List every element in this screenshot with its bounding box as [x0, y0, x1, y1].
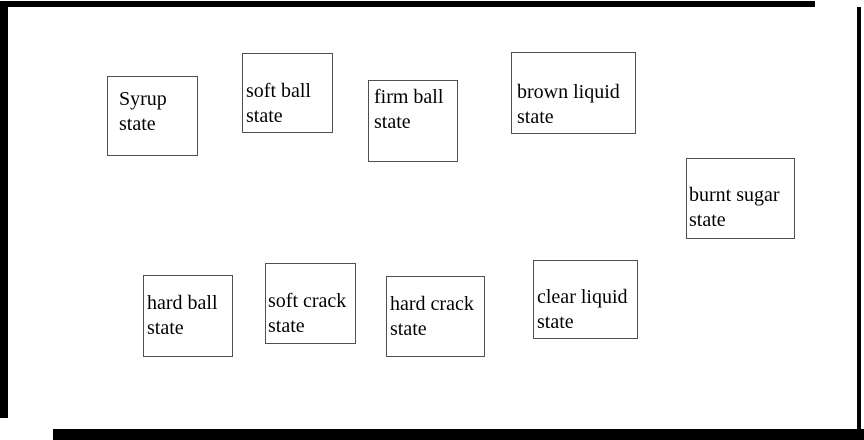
state-box-label: state: [537, 311, 574, 333]
state-box-label: burnt sugar: [689, 184, 780, 206]
frame-border-right: [857, 7, 861, 429]
state-box-label: state: [246, 105, 283, 127]
state-box-label: clear liquid: [537, 286, 628, 308]
state-box-label: state: [390, 317, 427, 340]
state-box-soft-crack[interactable]: soft crack state: [265, 263, 356, 344]
frame-border-bottom: [53, 429, 864, 440]
state-box-hard-ball[interactable]: hard ball state: [143, 275, 233, 357]
state-box-label: state: [517, 106, 554, 128]
state-box-clear-liquid[interactable]: clear liquid state: [533, 260, 638, 339]
state-box-label: Syrup: [119, 88, 167, 110]
state-box-label: state: [119, 113, 156, 135]
state-box-label: state: [147, 317, 184, 339]
state-box-label: brown liquid: [517, 81, 620, 103]
state-box-label: soft crack: [268, 290, 347, 312]
state-box-brown-liquid[interactable]: brown liquid state: [511, 52, 636, 134]
state-box-soft-ball[interactable]: soft ball state: [242, 53, 333, 133]
state-box-firm-ball[interactable]: firm ball state: [368, 80, 458, 162]
state-box-label: hard ball: [147, 292, 218, 314]
state-box-label: state: [268, 315, 305, 337]
state-box-syrup[interactable]: Syrup state: [107, 76, 198, 156]
frame-border-left: [0, 1, 8, 418]
frame-border-top: [2, 1, 815, 7]
state-box-hard-crack[interactable]: hard crack state: [386, 276, 485, 357]
state-box-label: soft ball: [246, 80, 311, 102]
state-box-label: state: [689, 209, 726, 231]
state-box-label: state: [374, 111, 411, 133]
state-box-label: firm ball: [374, 86, 444, 108]
state-box-burnt-sugar[interactable]: burnt sugar state: [686, 158, 795, 239]
state-box-label: hard crack: [390, 292, 474, 315]
